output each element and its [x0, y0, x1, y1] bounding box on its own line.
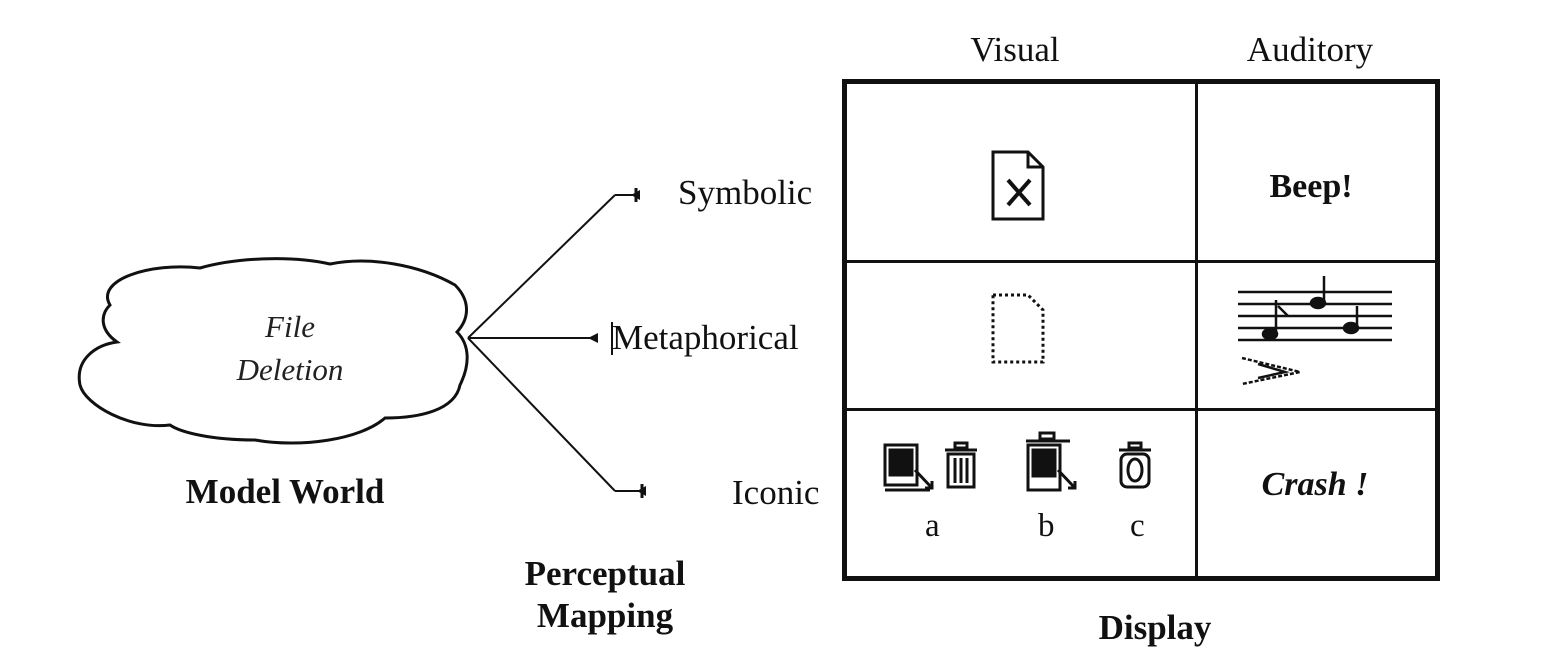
grid-divider-row1	[845, 260, 1437, 263]
model-world-label: Model World	[185, 472, 385, 511]
music-staff-icon	[1238, 276, 1392, 386]
cloud-text-line1: File	[265, 309, 315, 344]
full-trash-icon-c	[1119, 441, 1151, 489]
symbolic-label: Symbolic	[678, 173, 813, 212]
deleted-file-icon	[991, 150, 1045, 221]
icon-label-b: b	[1038, 508, 1055, 544]
metaphorical-label: Metaphorical	[612, 318, 799, 357]
display-label: Display	[1098, 608, 1212, 647]
icon-label-c: c	[1130, 508, 1145, 544]
beep-text: Beep!	[1269, 168, 1353, 205]
iconic-label: Iconic	[732, 473, 820, 512]
trash-icon-a	[945, 441, 977, 489]
model-world-cloud	[77, 257, 469, 445]
trash-with-computer-icon-b	[1026, 431, 1077, 492]
perceptual-label-line1: Perceptual	[524, 554, 686, 593]
perceptual-label-line2: Mapping	[536, 596, 674, 635]
auditory-column-heading: Auditory	[1246, 30, 1374, 69]
dotted-file-icon	[991, 293, 1045, 364]
visual-column-heading: Visual	[970, 30, 1060, 69]
grid-divider-row2	[845, 408, 1437, 411]
cloud-text-line2: Deletion	[236, 352, 344, 387]
crash-text: Crash !	[1261, 466, 1369, 503]
arrow-heads	[588, 188, 646, 498]
computer-icon-a	[883, 443, 934, 492]
mapping-arrows	[467, 194, 646, 492]
icon-label-a: a	[925, 508, 940, 544]
display-grid	[842, 79, 1440, 581]
grid-divider-vertical	[1195, 82, 1198, 578]
